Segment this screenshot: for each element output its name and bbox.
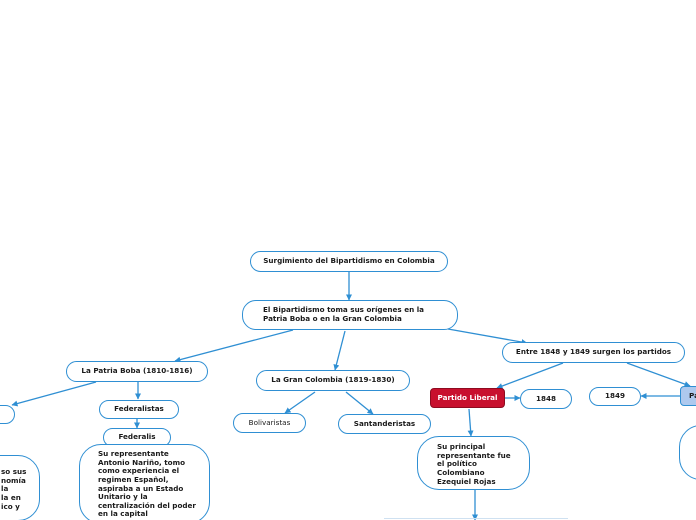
edge-entre-1848-pa [626, 362, 691, 387]
edge-entre-1848-partido-liberal [496, 362, 564, 389]
year-1848-label: 1848 [535, 393, 556, 403]
liberal-representative-text: Su principal representante fue el políti… [437, 442, 511, 486]
edge-liberal-rep [467, 408, 474, 437]
edge-origins-patria-boba [174, 329, 294, 363]
bolivaristas-label: Bolivaristas [248, 417, 291, 427]
edge-gran-colombia-santanderistas [345, 391, 374, 415]
narino-description-text: Su representante Antonio Nariño, tomo co… [98, 449, 196, 519]
entre-1848-label: Entre 1848 y 1849 surgen los partidos [515, 347, 672, 357]
federalistas-label: Federalistas [114, 404, 164, 414]
narino-description[interactable]: Su representante Antonio Nariño, tomo co… [79, 444, 210, 520]
partido-liberal-label: Partido Liberal [437, 392, 498, 402]
entre-1848-topic[interactable]: Entre 1848 y 1849 surgen los partidos [502, 342, 685, 363]
patria-boba-topic[interactable]: La Patria Boba (1810-1816) [66, 361, 208, 382]
partido-cut-label: Pa [689, 390, 696, 400]
edge-gran-colombia-bolivaristas [284, 391, 316, 414]
year-1848-topic[interactable]: 1848 [520, 389, 572, 409]
year-1849-label: 1849 [604, 391, 625, 401]
origins-topic[interactable]: El Bipartidismo toma sus orígenes en la … [242, 300, 458, 330]
root-topic-label: Surgimiento del Bipartidismo en Colombia [263, 256, 435, 266]
origins-topic-label: El Bipartidismo toma sus orígenes en la … [263, 305, 425, 323]
partido-liberal-topic[interactable]: Partido Liberal [430, 388, 505, 408]
santanderistas-label: Santanderistas [353, 418, 416, 428]
left-cut-topic[interactable] [0, 405, 15, 424]
partido-cut-topic[interactable]: Pa [680, 386, 696, 406]
root-topic[interactable]: Surgimiento del Bipartidismo en Colombia [250, 251, 448, 272]
gran-colombia-topic[interactable]: La Gran Colombia (1819-1830) [256, 370, 410, 391]
federalistas-topic[interactable]: Federalistas [99, 400, 179, 419]
bottom-cut-node-edge [384, 518, 568, 519]
edge-patria-boba-left [11, 381, 97, 407]
edge-origins-entre-1848 [447, 328, 528, 345]
bolivaristas-topic[interactable]: Bolivaristas [233, 413, 306, 433]
gran-colombia-label: La Gran Colombia (1819-1830) [271, 375, 395, 385]
edge-origins-gran-colombia [333, 330, 346, 371]
patria-boba-label: La Patria Boba (1810-1816) [81, 366, 193, 376]
year-1849-topic[interactable]: 1849 [589, 387, 641, 406]
left-cut-description-text: so sus nomía la la en ico y [1, 467, 27, 511]
federalis-label: Federalis [118, 432, 156, 442]
santanderistas-topic[interactable]: Santanderistas [338, 414, 431, 434]
left-cut-description[interactable]: so sus nomía la la en ico y [0, 455, 40, 520]
liberal-representative-description[interactable]: Su principal representante fue el políti… [417, 436, 530, 490]
